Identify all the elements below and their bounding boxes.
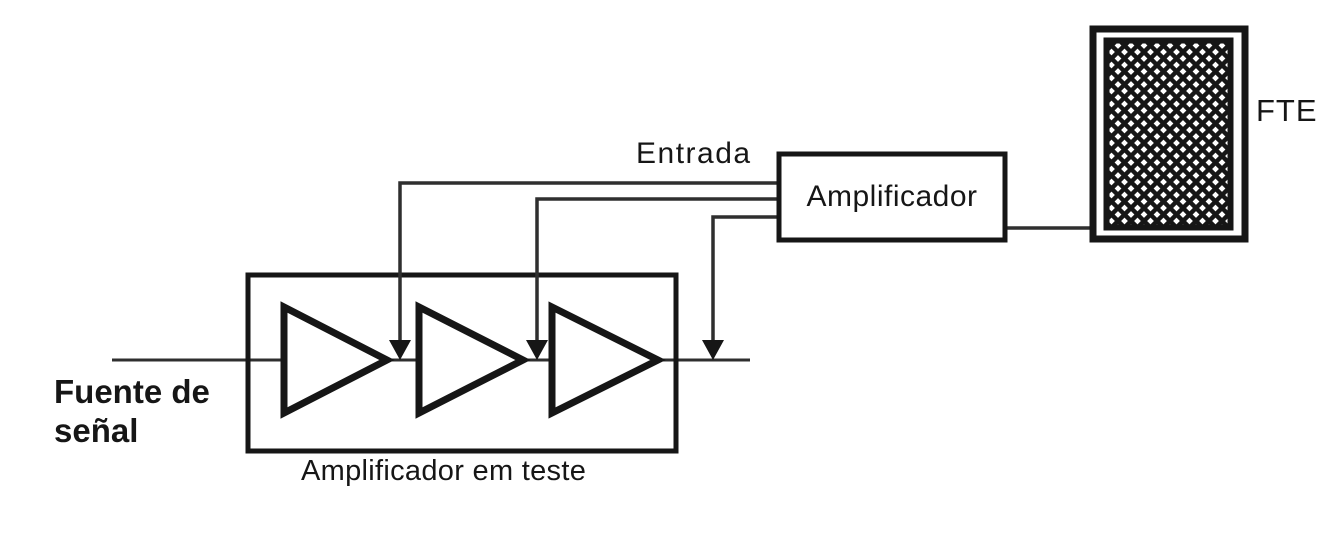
amp-stage-2-triangle: [415, 301, 531, 419]
tap-3-arrowhead-icon: [702, 340, 724, 360]
test-box-caption: Amplificador em teste: [301, 455, 587, 487]
source-label-line2: señal: [54, 412, 139, 449]
tap-line-1: [398, 181, 777, 344]
tap-2-arrowhead-icon: [526, 340, 548, 360]
fte-crosshatch-box: [1103, 37, 1234, 231]
fte-label: FTE: [1256, 93, 1318, 128]
amp-stage-1-triangle: [280, 301, 395, 419]
amplifier-box: [776, 151, 1008, 243]
amplifier-box-label-wrap: Amplificador: [779, 154, 1005, 240]
tap-line-3: [711, 215, 777, 344]
source-label-line1: Fuente de: [54, 373, 210, 410]
tap-line-2: [535, 197, 777, 344]
amp-stage-3-triangle: [548, 301, 666, 419]
entrada-label: Entrada: [636, 137, 752, 170]
tap-1-arrowhead-icon: [389, 340, 411, 360]
amplifier-box-label: Amplificador: [806, 180, 978, 213]
test-box: [245, 272, 679, 454]
